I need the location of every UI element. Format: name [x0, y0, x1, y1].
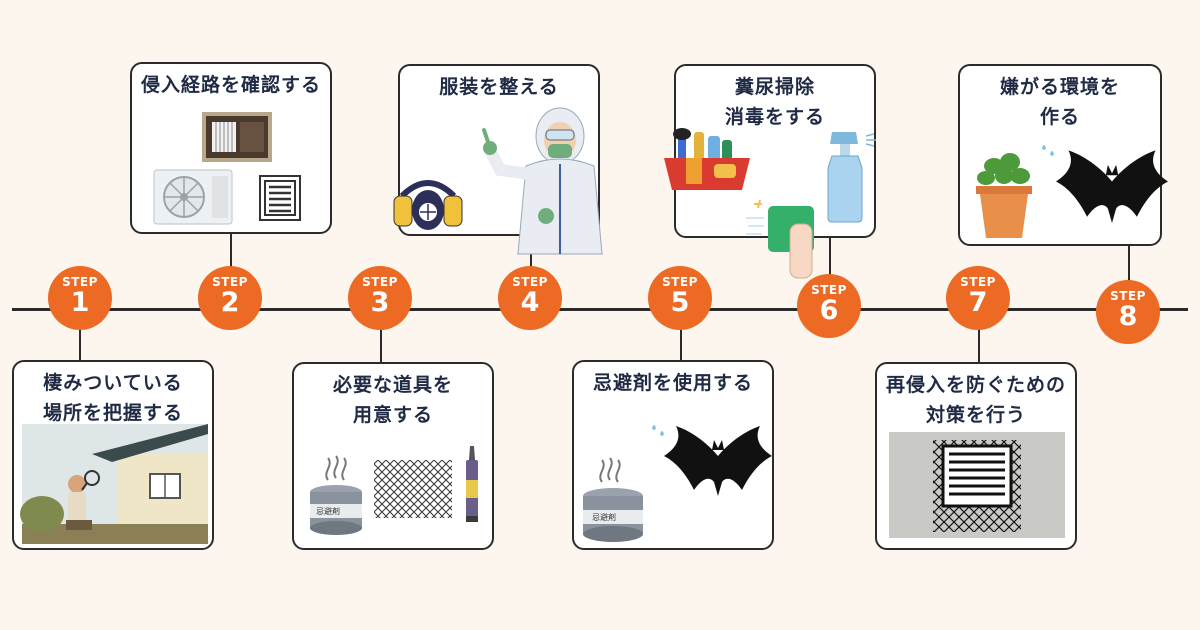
bat-icon	[1056, 150, 1168, 223]
connector	[978, 320, 980, 362]
vent-icon	[202, 112, 272, 162]
spray-drops-icon	[652, 425, 664, 436]
step-badge-3: STEP 3	[348, 266, 412, 330]
cleaning-cloth-icon	[746, 199, 814, 279]
step-label: STEP	[1110, 289, 1146, 303]
connector	[380, 320, 382, 362]
step-card-4: 服装を整える	[393, 64, 603, 255]
repellent-can-icon: 忌避剤	[310, 455, 362, 535]
step-card-1: 棲みついている 場所を把握する	[12, 360, 214, 550]
repellent-can-icon: 忌避剤	[583, 457, 643, 542]
connector	[829, 236, 831, 280]
step-badge-7: STEP 7	[946, 266, 1010, 330]
step-badge-6: STEP 6	[797, 274, 861, 338]
step-badge-1: STEP 1	[48, 266, 112, 330]
step-title: 服装を整える	[439, 76, 559, 98]
step-title: 必要な道具を 用意する	[332, 374, 453, 426]
herb-pot-icon	[976, 153, 1032, 238]
connector	[1128, 244, 1130, 284]
step-label: STEP	[662, 275, 698, 289]
connector	[79, 320, 81, 362]
vent-cover-icon	[889, 432, 1065, 538]
step-badge-2: STEP 2	[198, 266, 262, 330]
step-badge-8: STEP 8	[1096, 280, 1160, 344]
step-card-3: 必要な道具を 用意する 忌避剤	[292, 362, 494, 550]
step-title: 糞尿掃除 消毒をする	[724, 76, 825, 128]
step-number: 6	[819, 295, 839, 326]
step-badge-5: STEP 5	[648, 266, 712, 330]
step-label: STEP	[362, 275, 398, 289]
connector	[680, 320, 682, 362]
wire-mesh-icon	[374, 460, 452, 518]
protective-suit-person-icon	[482, 107, 603, 255]
cleaning-bucket-icon	[664, 128, 750, 190]
step-label: STEP	[62, 275, 98, 289]
timeline-line	[12, 308, 1188, 311]
step-card-5: 忌避剤を使用する 忌避剤	[572, 360, 774, 550]
step-title: 嫌がる環境を 作る	[999, 76, 1120, 128]
step-title: 忌避剤を使用する	[592, 372, 753, 394]
step-number: 2	[220, 287, 240, 318]
vent-icon	[259, 175, 301, 221]
step-number: 4	[520, 287, 540, 318]
magnifier-person-icon	[20, 424, 208, 544]
air-conditioner-icon	[153, 169, 233, 225]
step-card-2: 侵入経路を確認する	[130, 62, 332, 234]
bat-icon	[664, 426, 772, 496]
can-label: 忌避剤	[592, 512, 616, 522]
step-title: 棲みついている 場所を把握する	[42, 372, 183, 424]
step-number: 5	[670, 287, 690, 318]
step-label: STEP	[212, 275, 248, 289]
step-title: 再侵入を防ぐための 対策を行う	[885, 374, 1066, 426]
step-label: STEP	[811, 283, 847, 297]
can-label: 忌避剤	[316, 506, 340, 516]
sealant-tube-icon	[466, 446, 478, 522]
step-title: 侵入経路を確認する	[140, 74, 321, 96]
step-card-6: 糞尿掃除 消毒をする	[664, 64, 876, 279]
step-label: STEP	[960, 275, 996, 289]
step-card-7: 再侵入を防ぐための 対策を行う	[875, 362, 1077, 550]
step-number: 7	[968, 287, 988, 318]
step-card-8: 嫌がる環境を 作る	[958, 64, 1168, 246]
step-number: 3	[370, 287, 390, 318]
step-number: 1	[70, 287, 90, 318]
step-badge-4: STEP 4	[498, 266, 562, 330]
spray-drops-icon	[1042, 145, 1054, 156]
spray-bottle-icon	[827, 132, 876, 223]
step-label: STEP	[512, 275, 548, 289]
step-number: 8	[1118, 301, 1138, 332]
gas-mask-icon	[393, 180, 463, 230]
connector	[230, 232, 232, 272]
